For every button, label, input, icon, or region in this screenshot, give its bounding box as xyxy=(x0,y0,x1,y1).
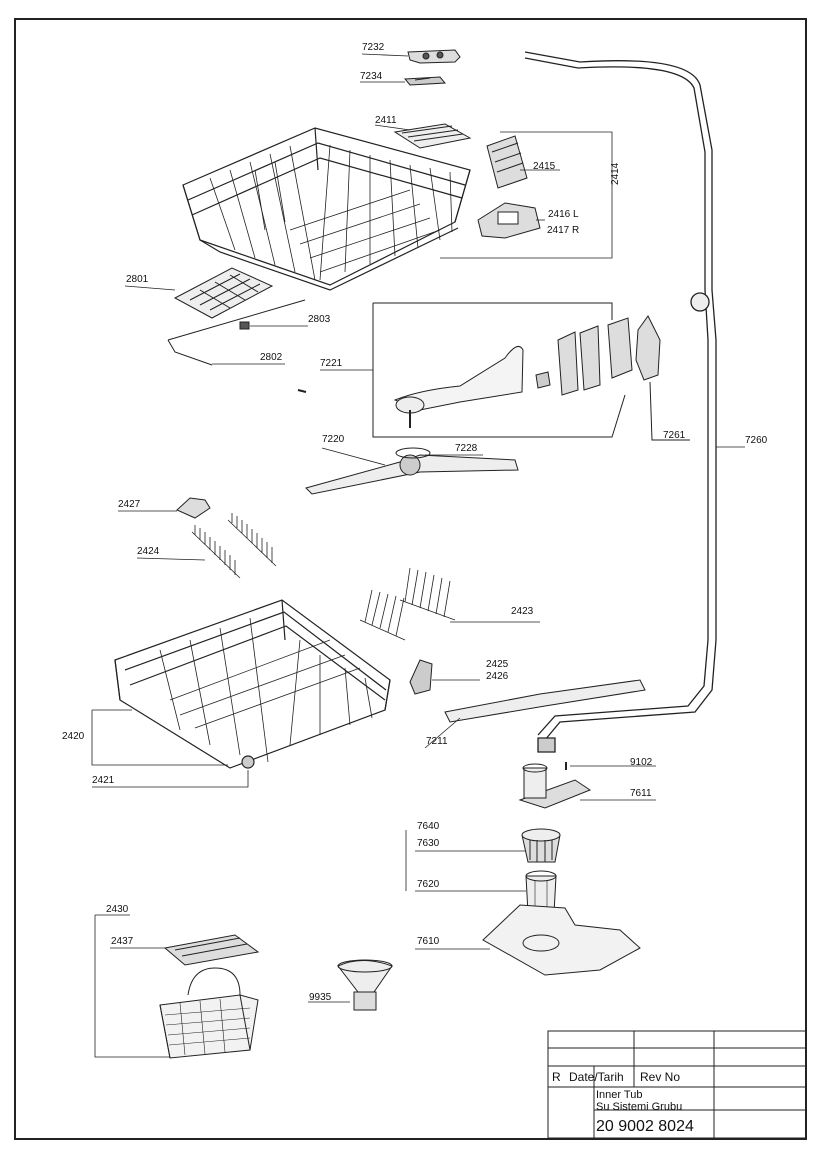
part-2427-clip xyxy=(176,497,211,519)
leader-lines xyxy=(91,53,745,1058)
label-2421: 2421 xyxy=(92,775,115,786)
part-7260-water-pipe xyxy=(524,51,717,753)
label-7211: 7211 xyxy=(426,736,448,747)
group-7221-upper-feed xyxy=(372,302,633,438)
label-2414: 2414 xyxy=(610,162,621,185)
part-7261-connector xyxy=(635,315,690,441)
part-2416-rail-bracket xyxy=(477,202,541,239)
label-7640: 7640 xyxy=(417,821,440,832)
label-2423: 2423 xyxy=(511,606,534,617)
title-block-title-2: Su Sistemi Grubu xyxy=(596,1101,683,1113)
label-7630: 7630 xyxy=(417,838,440,849)
part-7611-pump-housing xyxy=(518,763,592,809)
title-block-grid xyxy=(547,1030,807,1139)
label-7611: 7611 xyxy=(630,788,652,799)
label-2416: 2416 L xyxy=(548,209,579,220)
title-block-revision: R xyxy=(552,1070,561,1084)
part-2423-tines xyxy=(359,567,456,641)
part-7610-filter-plate xyxy=(482,904,641,976)
label-9102: 9102 xyxy=(630,757,653,768)
part-7630-filter-cap xyxy=(521,828,561,863)
label-7228: 7228 xyxy=(455,443,478,454)
upper-basket xyxy=(182,127,471,291)
part-2437-lid xyxy=(163,934,260,966)
part-2411-cup-shelf xyxy=(393,123,472,149)
title-block-date: Date/Tarih xyxy=(569,1070,624,1084)
part-7232-clip xyxy=(407,49,461,64)
label-2425: 2425 xyxy=(486,659,509,670)
label-7221: 7221 xyxy=(320,358,343,369)
part-2424-tines xyxy=(191,513,277,579)
label-2426: 2426 xyxy=(486,671,509,682)
small-part-mark xyxy=(297,389,307,393)
label-2801: 2801 xyxy=(126,274,149,285)
label-7260: 7260 xyxy=(745,435,768,446)
title-block-rev-no: Rev No xyxy=(640,1070,681,1084)
label-7220: 7220 xyxy=(322,434,345,445)
part-2430-cutlery-basket xyxy=(159,967,259,1059)
label-2411: 2411 xyxy=(375,115,397,126)
lower-basket xyxy=(114,599,391,769)
label-9935: 9935 xyxy=(309,992,332,1003)
label-2427: 2427 xyxy=(118,499,141,510)
label-7232: 7232 xyxy=(362,42,385,53)
part-2425-clip xyxy=(409,659,433,695)
label-2417: 2417 R xyxy=(547,225,580,236)
label-7261: 7261 xyxy=(663,430,686,441)
label-2437: 2437 xyxy=(111,936,134,947)
part-2803-clip xyxy=(239,321,250,330)
label-2802: 2802 xyxy=(260,352,283,363)
label-7620: 7620 xyxy=(417,879,440,890)
label-2424: 2424 xyxy=(137,546,160,557)
part-2801-tray xyxy=(173,267,274,319)
part-7220-upper-spray-arm xyxy=(305,447,519,495)
title-block-title-1: Inner Tub xyxy=(596,1089,643,1101)
title-block-drawing-number: 20 9002 8024 xyxy=(596,1118,694,1135)
label-7234: 7234 xyxy=(360,71,383,82)
part-7234-clip xyxy=(403,76,447,86)
label-2430: 2430 xyxy=(106,904,129,915)
label-2415: 2415 xyxy=(533,161,556,172)
part-2802-rail xyxy=(167,299,306,366)
label-2420: 2420 xyxy=(62,731,85,742)
label-7610: 7610 xyxy=(417,936,440,947)
part-9935-funnel xyxy=(337,959,393,1011)
drawing-frame xyxy=(14,18,807,1140)
part-7211-lower-spray-arm xyxy=(444,679,646,723)
part-2415-support xyxy=(486,135,528,189)
label-2803: 2803 xyxy=(308,314,331,325)
